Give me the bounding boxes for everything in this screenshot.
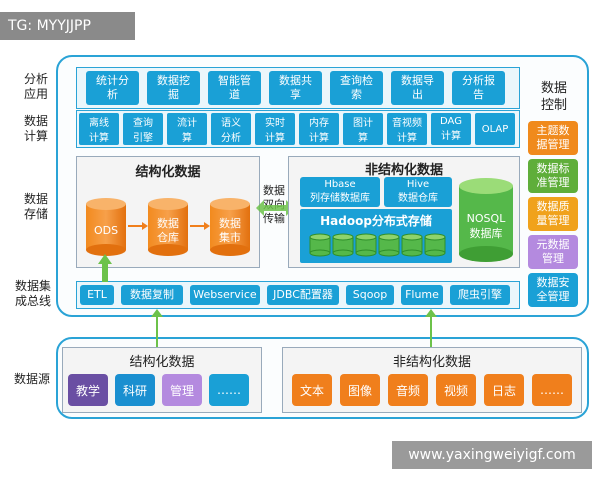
bus-item: Flume xyxy=(401,285,443,305)
unstructured-storage-title: 非结构化数据 xyxy=(364,163,443,178)
bus-item: 数据复制 xyxy=(121,285,183,305)
svg-text:仓库: 仓库 xyxy=(157,230,179,244)
source-item: 音频 xyxy=(388,374,428,406)
svg-text:NOSQL: NOSQL xyxy=(467,212,507,225)
svg-text:数据: 数据 xyxy=(157,216,179,230)
source-item: 管理 xyxy=(162,374,202,406)
bus-item: ETL xyxy=(80,285,114,305)
structured-storage-title: 结构化数据 xyxy=(135,165,201,180)
structured-cylinders: ODS 数据 仓库 数据 集市 xyxy=(86,198,250,256)
analysis-app-item: 智能管道 xyxy=(208,71,261,105)
analysis-app-item: 统计分析 xyxy=(86,71,139,105)
hadoop-node-icon xyxy=(424,233,446,257)
cylinder-ods: ODS xyxy=(86,198,126,256)
compute-item: 内存计算 xyxy=(299,113,339,145)
control-title: 数据控制 xyxy=(540,81,567,113)
row-label-compute: 数据计算 xyxy=(23,114,48,143)
nosql-cylinder: NOSQL 数据库 xyxy=(459,178,513,262)
watermark-bottom: www.yaxingweiyigf.com xyxy=(392,441,592,469)
control-item: 数据标准管理 xyxy=(528,159,578,193)
compute-item: 查询引擎 xyxy=(123,113,163,145)
unstructured-source-title: 非结构化数据 xyxy=(392,355,471,370)
analysis-app-item: 数据导出 xyxy=(391,71,444,105)
control-item: 元数据管理 xyxy=(528,235,578,269)
analysis-app-item: 数据挖掘 xyxy=(147,71,200,105)
bidirectional-arrow-icon xyxy=(256,200,294,216)
analysis-app-item: 分析报告 xyxy=(452,71,505,105)
bus-item: Webservice xyxy=(190,285,260,305)
compute-item: 音视频计算 xyxy=(387,113,427,145)
control-item: 主题数据管理 xyxy=(528,121,578,155)
compute-item: 语义分析 xyxy=(211,113,251,145)
control-item: 数据质量管理 xyxy=(528,197,578,231)
svg-text:ODS: ODS xyxy=(94,224,118,237)
row-label-source: 数据源 xyxy=(13,372,50,386)
analysis-app-item: 数据共享 xyxy=(269,71,322,105)
hadoop-nodes xyxy=(309,233,446,257)
bus-item: Sqoop xyxy=(346,285,394,305)
compute-item: 实时计算 xyxy=(255,113,295,145)
compute-item: 流计算 xyxy=(167,113,207,145)
control-item: 数据安全管理 xyxy=(528,273,578,307)
compute-item: 图计算 xyxy=(343,113,383,145)
arrow-up-icon xyxy=(425,309,437,347)
cylinder-warehouse: 数据 仓库 xyxy=(148,198,188,256)
source-item: 科研 xyxy=(115,374,155,406)
row-label-analysis: 分析应用 xyxy=(23,72,48,101)
hadoop-node-icon xyxy=(332,233,354,257)
arrow-warehouse-mart xyxy=(190,222,210,230)
source-item: …… xyxy=(532,374,572,406)
bus-item: 爬虫引擎 xyxy=(450,285,510,305)
row-label-bus: 数据集成总线 xyxy=(14,279,51,308)
source-item: …… xyxy=(209,374,249,406)
structured-source-title: 结构化数据 xyxy=(129,355,195,370)
source-item: 视频 xyxy=(436,374,476,406)
watermark-top: TG: MYYJJPP xyxy=(0,12,135,40)
hadoop-node-icon xyxy=(378,233,400,257)
source-item: 日志 xyxy=(484,374,524,406)
hadoop-node-icon xyxy=(401,233,423,257)
hadoop-node-icon xyxy=(355,233,377,257)
source-item: 图像 xyxy=(340,374,380,406)
hadoop-node-icon xyxy=(309,233,331,257)
compute-item: 离线计算 xyxy=(79,113,119,145)
arrow-ods-warehouse xyxy=(128,222,148,230)
compute-item: OLAP xyxy=(475,113,515,145)
svg-text:数据: 数据 xyxy=(219,216,241,230)
svg-text:集市: 集市 xyxy=(219,230,241,244)
arrow-up-icon xyxy=(151,309,163,347)
source-item: 文本 xyxy=(292,374,332,406)
arrow-up-icon xyxy=(98,254,112,282)
source-item: 教学 xyxy=(68,374,108,406)
analysis-app-item: 查询检索 xyxy=(330,71,383,105)
bus-item: JDBC配置器 xyxy=(267,285,339,305)
svg-text:数据库: 数据库 xyxy=(470,226,503,240)
cylinder-mart: 数据 集市 xyxy=(210,198,250,256)
hadoop-title: Hadoop分布式存储 xyxy=(320,214,432,228)
row-label-storage: 数据存储 xyxy=(23,192,48,221)
